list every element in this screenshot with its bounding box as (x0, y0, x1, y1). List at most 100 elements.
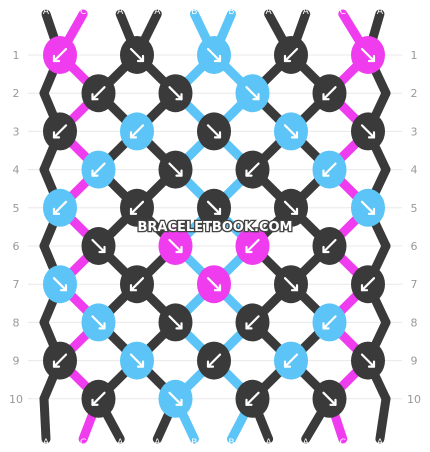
thread-segment (375, 394, 391, 444)
knot-arrow-head-icon (367, 360, 376, 368)
knot-arrow-head-icon (367, 131, 376, 139)
row-label: 10 (9, 393, 23, 406)
thread-label-bottom: A (117, 438, 124, 448)
knot-arrow-icon (360, 353, 376, 368)
knot (274, 265, 308, 304)
knot-arrow-head-icon (129, 284, 138, 292)
knot (274, 188, 308, 227)
knot-arrow-head-icon (245, 245, 253, 254)
knot-arrow-icon (245, 238, 260, 254)
knot-arrow-icon (91, 162, 106, 177)
thread-label-top: A (43, 7, 50, 17)
row-label: 4 (411, 164, 418, 177)
knot-arrow-icon (168, 238, 183, 254)
thread-label-top: C (340, 7, 346, 17)
knot (197, 188, 231, 227)
knot (43, 36, 77, 74)
knot (158, 303, 193, 342)
knot-arrow-icon (91, 86, 106, 101)
thread-label-bottom: A (303, 438, 310, 448)
knot-arrow-head-icon (290, 131, 299, 139)
knot-arrow-icon (52, 277, 68, 292)
knot-arrow-head-icon (213, 207, 222, 215)
knot-arrow-head-icon (52, 360, 61, 368)
knot-arrow-head-icon (175, 169, 183, 177)
knot-arrow-head-icon (290, 207, 299, 215)
knot-arrow-icon (245, 315, 260, 330)
thread-label-bottom: A (266, 438, 273, 448)
knot-arrow-icon (206, 353, 222, 368)
knot-arrow-head-icon (91, 169, 99, 177)
knot-arrow-head-icon (206, 360, 215, 368)
thread-label-top: A (117, 7, 124, 17)
row-label: 8 (411, 316, 418, 329)
knot-arrow-icon (360, 200, 376, 215)
knot (120, 112, 154, 151)
knot-arrow-icon (245, 86, 260, 101)
knot-arrow-head-icon (52, 54, 61, 63)
knot (158, 74, 193, 113)
knot-arrow-icon (283, 124, 299, 139)
knot-arrow-head-icon (91, 398, 99, 406)
knot (235, 74, 270, 113)
knot-arrow-icon (52, 200, 68, 215)
row-label: 4 (13, 164, 20, 177)
knot (81, 303, 116, 342)
knot-arrow-icon (322, 391, 337, 406)
row-label: 9 (13, 355, 20, 368)
knot-arrow-icon (206, 200, 222, 215)
knot (274, 36, 308, 74)
knot-arrow-head-icon (129, 207, 138, 215)
knot (312, 74, 347, 113)
knot-arrow-icon (52, 124, 68, 139)
knot-arrow-head-icon (136, 360, 145, 368)
row-label: 5 (411, 202, 418, 215)
knot-arrow-head-icon (91, 93, 99, 101)
knot-arrow-head-icon (367, 207, 376, 215)
knot (43, 265, 77, 304)
knot-arrow-icon (168, 315, 183, 330)
knot (312, 227, 347, 265)
knot-arrow-icon (168, 391, 183, 406)
row-label: 8 (13, 316, 20, 329)
row-label: 7 (13, 278, 20, 291)
knot (158, 227, 193, 265)
knot (351, 112, 385, 151)
knot-arrow-head-icon (322, 322, 330, 330)
thread-label-bottom: C (80, 438, 86, 448)
knot-arrow-icon (129, 200, 145, 215)
knot-arrow-head-icon (129, 131, 138, 139)
knot-arrow-head-icon (367, 54, 376, 63)
row-label: 5 (13, 202, 20, 215)
knot (120, 341, 154, 380)
knot-arrow-head-icon (175, 322, 183, 330)
knot (312, 150, 347, 189)
knot (43, 341, 77, 380)
knot-arrow-head-icon (213, 54, 222, 63)
knot-arrow-head-icon (252, 93, 260, 101)
knot-arrow-icon (245, 391, 260, 406)
knot-arrow-icon (360, 277, 376, 292)
knot (351, 188, 385, 227)
knot (235, 227, 270, 265)
thread-label-bottom: B (228, 438, 234, 448)
thread-label-bottom: A (154, 438, 161, 448)
knot (312, 303, 347, 342)
knot-arrow-icon (52, 353, 68, 368)
knot (274, 112, 308, 151)
knot-arrow-icon (129, 124, 145, 139)
knot-arrow-icon (283, 47, 299, 63)
row-label: 6 (13, 240, 20, 253)
knot-arrow-head-icon (175, 93, 183, 101)
knot-arrow-head-icon (329, 398, 337, 406)
knot (351, 265, 385, 304)
row-label: 1 (411, 49, 418, 62)
knot-arrow-icon (91, 391, 106, 406)
thread-label-top: C (80, 7, 86, 17)
knot (120, 265, 154, 304)
knot-arrow-head-icon (98, 322, 106, 330)
thread-label-top: A (266, 7, 273, 17)
thread-label-top: B (228, 7, 234, 17)
knot-arrow-icon (360, 124, 376, 139)
